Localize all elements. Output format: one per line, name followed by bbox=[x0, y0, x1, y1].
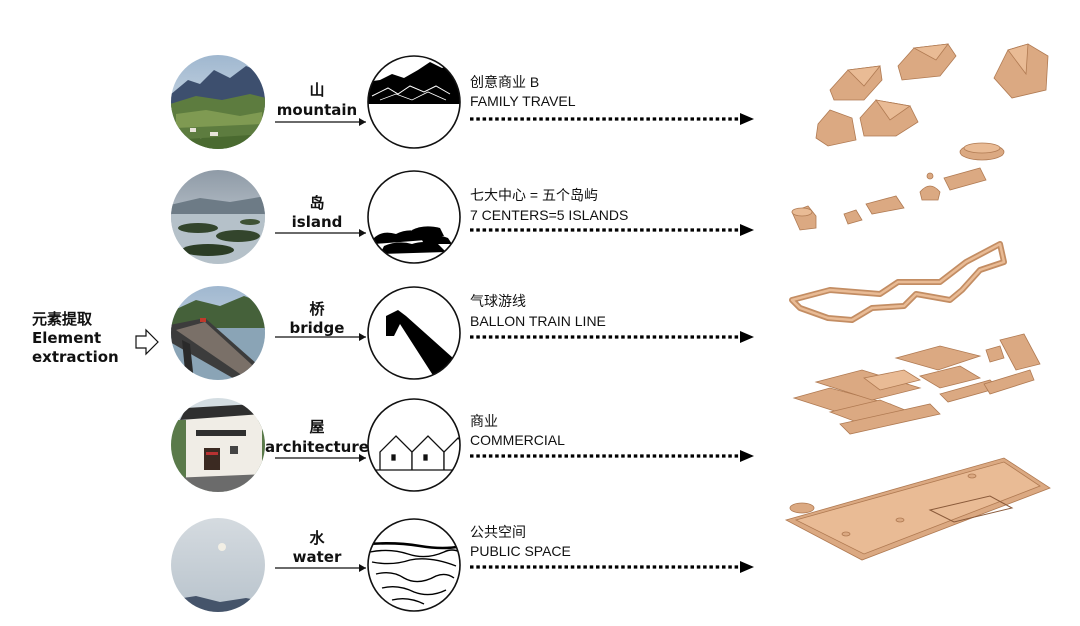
bridge-photo bbox=[171, 286, 265, 380]
side-title-cn: 元素提取 bbox=[32, 310, 93, 328]
side-title-en-line2: extraction bbox=[32, 348, 119, 366]
model-layer-balloon-route bbox=[789, 241, 1007, 323]
row-3-label: 桥 bridge bbox=[275, 300, 366, 341]
dotted-arrow-row-1 bbox=[470, 113, 754, 125]
row-4-desc-en: COMMERCIAL bbox=[470, 432, 565, 448]
row-5-label: 水 water bbox=[275, 529, 366, 572]
row-2-desc-cn: 七大中心 = 五个岛屿 bbox=[470, 187, 598, 203]
row-1-label: 山 mountain bbox=[275, 81, 366, 126]
row-1-en: mountain bbox=[277, 101, 357, 119]
row-2-label: 岛 island bbox=[275, 194, 366, 237]
row-5-desc-cn: 公共空间 bbox=[470, 524, 526, 540]
model-layer-commercial-blocks bbox=[792, 333, 1041, 435]
dotted-arrow-row-2 bbox=[470, 224, 754, 236]
row-5-desc-en: PUBLIC SPACE bbox=[470, 543, 571, 559]
row-3-description: 气球游线 BALLON TRAIN LINE bbox=[470, 293, 606, 329]
side-title-en-line1: Element bbox=[32, 329, 101, 347]
water-waves-icon bbox=[367, 518, 461, 612]
row-3-en: bridge bbox=[290, 319, 345, 337]
bridge-silhouette-icon bbox=[367, 286, 461, 380]
mountain-silhouette-icon bbox=[367, 55, 461, 149]
island-silhouette-icon bbox=[367, 170, 461, 264]
row-3-desc-en: BALLON TRAIN LINE bbox=[470, 313, 606, 329]
houses-outline-icon bbox=[367, 398, 461, 492]
dotted-arrow-row-4 bbox=[470, 450, 754, 462]
row-4-en: architecture bbox=[265, 438, 369, 456]
row-1-cn: 山 bbox=[309, 81, 324, 99]
hollow-arrow-icon bbox=[135, 328, 159, 356]
row-5-en: water bbox=[293, 548, 342, 566]
row-1-desc-en: FAMILY TRAVEL bbox=[470, 93, 576, 109]
water-photo bbox=[171, 518, 265, 612]
row-1-description: 创意商业 B FAMILY TRAVEL bbox=[470, 74, 576, 109]
island-photo bbox=[171, 170, 265, 264]
side-label: 元素提取 Element extraction bbox=[32, 310, 119, 366]
row-5-cn: 水 bbox=[309, 529, 325, 547]
row-5-description: 公共空间 PUBLIC SPACE bbox=[470, 524, 571, 559]
model-layer-islands bbox=[791, 142, 1005, 231]
mountain-photo bbox=[171, 55, 265, 149]
row-2-desc-en: 7 CENTERS=5 ISLANDS bbox=[470, 207, 628, 223]
model-layer-mountain-roofs bbox=[815, 43, 1049, 147]
row-4-label: 屋 architecture bbox=[265, 418, 369, 462]
row-2-cn: 岛 bbox=[309, 194, 324, 212]
dotted-arrow-row-5 bbox=[470, 561, 754, 573]
row-4-cn: 屋 bbox=[309, 418, 324, 436]
row-2-en: island bbox=[292, 213, 343, 231]
model-layer-public-space-base bbox=[784, 457, 1051, 561]
architecture-photo bbox=[171, 398, 265, 492]
row-3-desc-cn: 气球游线 bbox=[470, 293, 526, 309]
row-2-description: 七大中心 = 五个岛屿 7 CENTERS=5 ISLANDS bbox=[470, 187, 628, 223]
row-4-desc-cn: 商业 bbox=[470, 413, 498, 429]
row-1-desc-cn: 创意商业 B bbox=[470, 74, 539, 90]
dotted-arrow-row-3 bbox=[470, 331, 754, 343]
row-3-cn: 桥 bbox=[309, 300, 325, 318]
row-4-description: 商业 COMMERCIAL bbox=[470, 413, 565, 448]
